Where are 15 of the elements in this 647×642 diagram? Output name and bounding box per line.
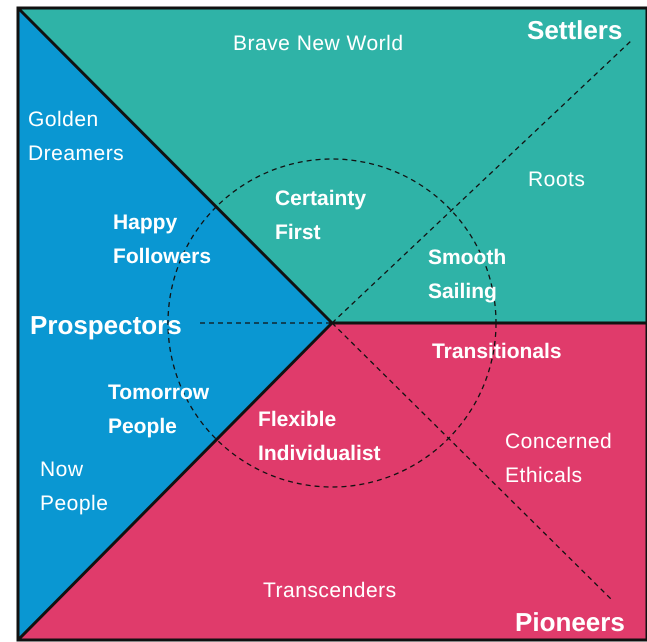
segment-label: Happy Followers [113,210,212,270]
segment-label: Brave New World [233,31,404,57]
segment-label: Now People [40,457,110,517]
segment-title: Pioneers [515,606,625,639]
segment-label: Smooth Sailing [428,245,508,305]
segment-label: Transitionals [432,339,562,365]
segment-label: Tomorrow People [108,380,210,440]
segment-label: Transcenders [263,578,397,604]
segment-title: Settlers [527,14,622,47]
segment-label: Flexible Individualist [258,407,382,467]
segment-label: Certainty First [275,186,368,246]
segment-label: Golden Dreamers [28,107,126,167]
segment-label: Concerned Ethicals [505,429,614,489]
segment-title: Prospectors [30,309,182,342]
segment-label: Roots [528,167,586,193]
